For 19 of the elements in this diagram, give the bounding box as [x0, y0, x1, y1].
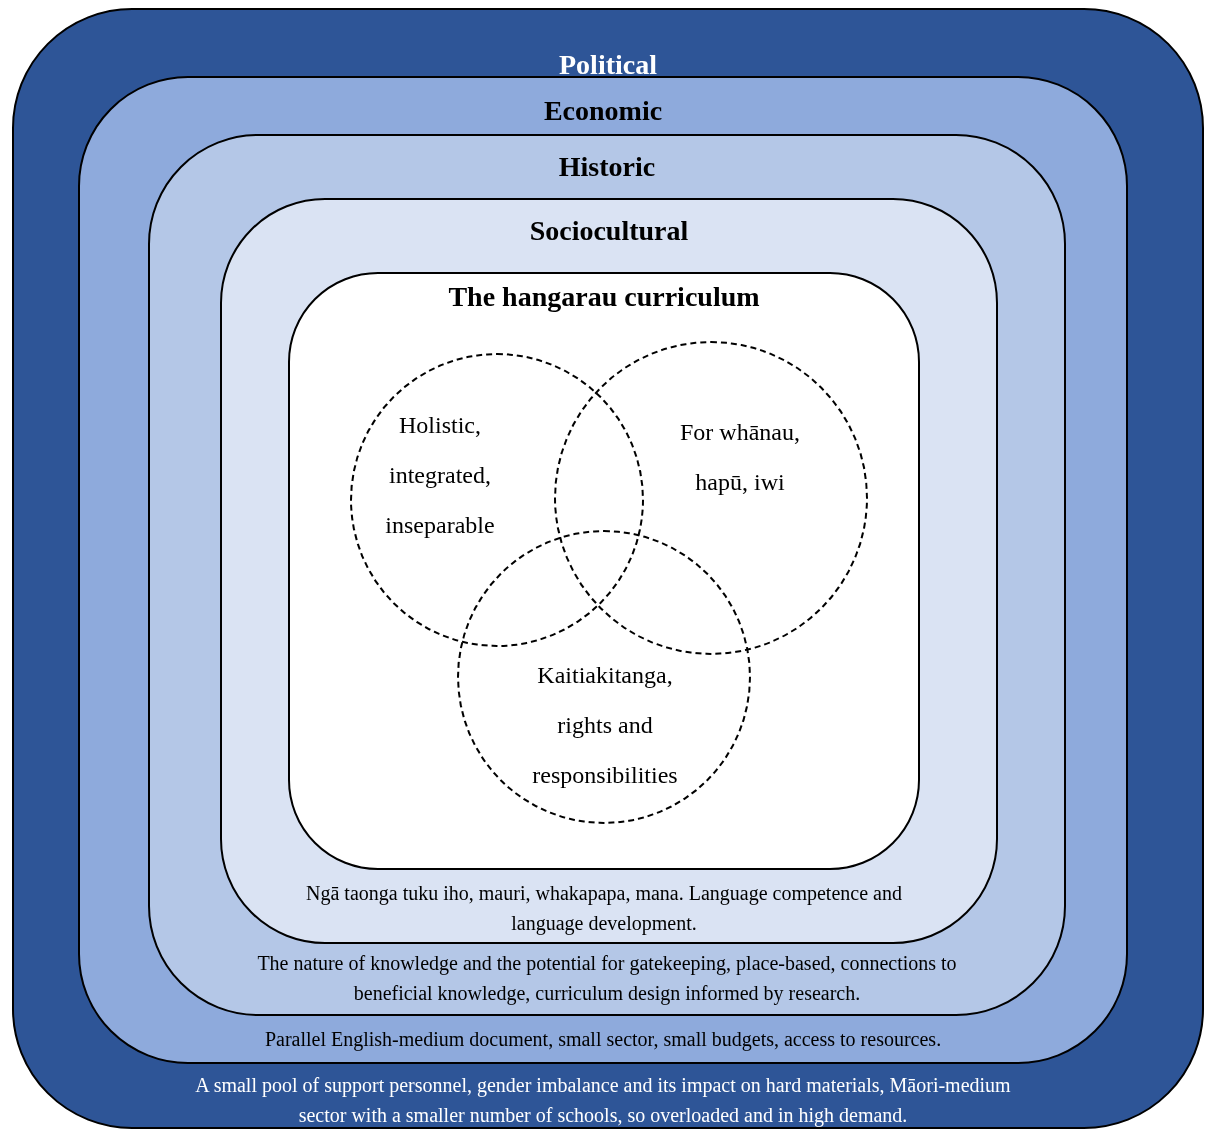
- circle-label: For whānau, hapū, iwi: [680, 418, 800, 497]
- layer-heading: Historic: [557, 150, 657, 184]
- layer-description: Parallel English-medium document, small sector, small budgets, access to resources.: [263, 1027, 943, 1053]
- context-layer: [78, 76, 1128, 1064]
- circle-label: Holistic, integrated, inseparable: [384, 411, 496, 540]
- layer-heading: Political: [558, 48, 658, 82]
- curriculum-box: [288, 272, 920, 870]
- dashed-circle: [554, 341, 868, 655]
- layer-description: Ngā taonga tuku iho, mauri, whakapapa, mana. Language competence and language development.: [305, 881, 903, 937]
- circle-label: Kaitiakitanga, rights and responsibilities: [531, 661, 679, 790]
- context-layer: [220, 198, 998, 944]
- layer-description: The nature of knowledge and the potential for gatekeeping, place-based, connections to beneficial knowledge, curriculum design informed by research.: [256, 951, 958, 1007]
- context-layer: [148, 134, 1066, 1016]
- dashed-circle: [350, 353, 644, 647]
- layer-heading: The hangarau curriculum: [447, 280, 761, 314]
- layer-heading: Sociocultural: [528, 214, 690, 248]
- layer-heading: Economic: [542, 94, 664, 128]
- layer-description: A small pool of support personnel, gender imbalance and its impact on hard materials, Māori-medium sector with a smaller number of schools, so overloaded and in high demand.: [194, 1073, 1012, 1129]
- context-layer: [12, 8, 1204, 1129]
